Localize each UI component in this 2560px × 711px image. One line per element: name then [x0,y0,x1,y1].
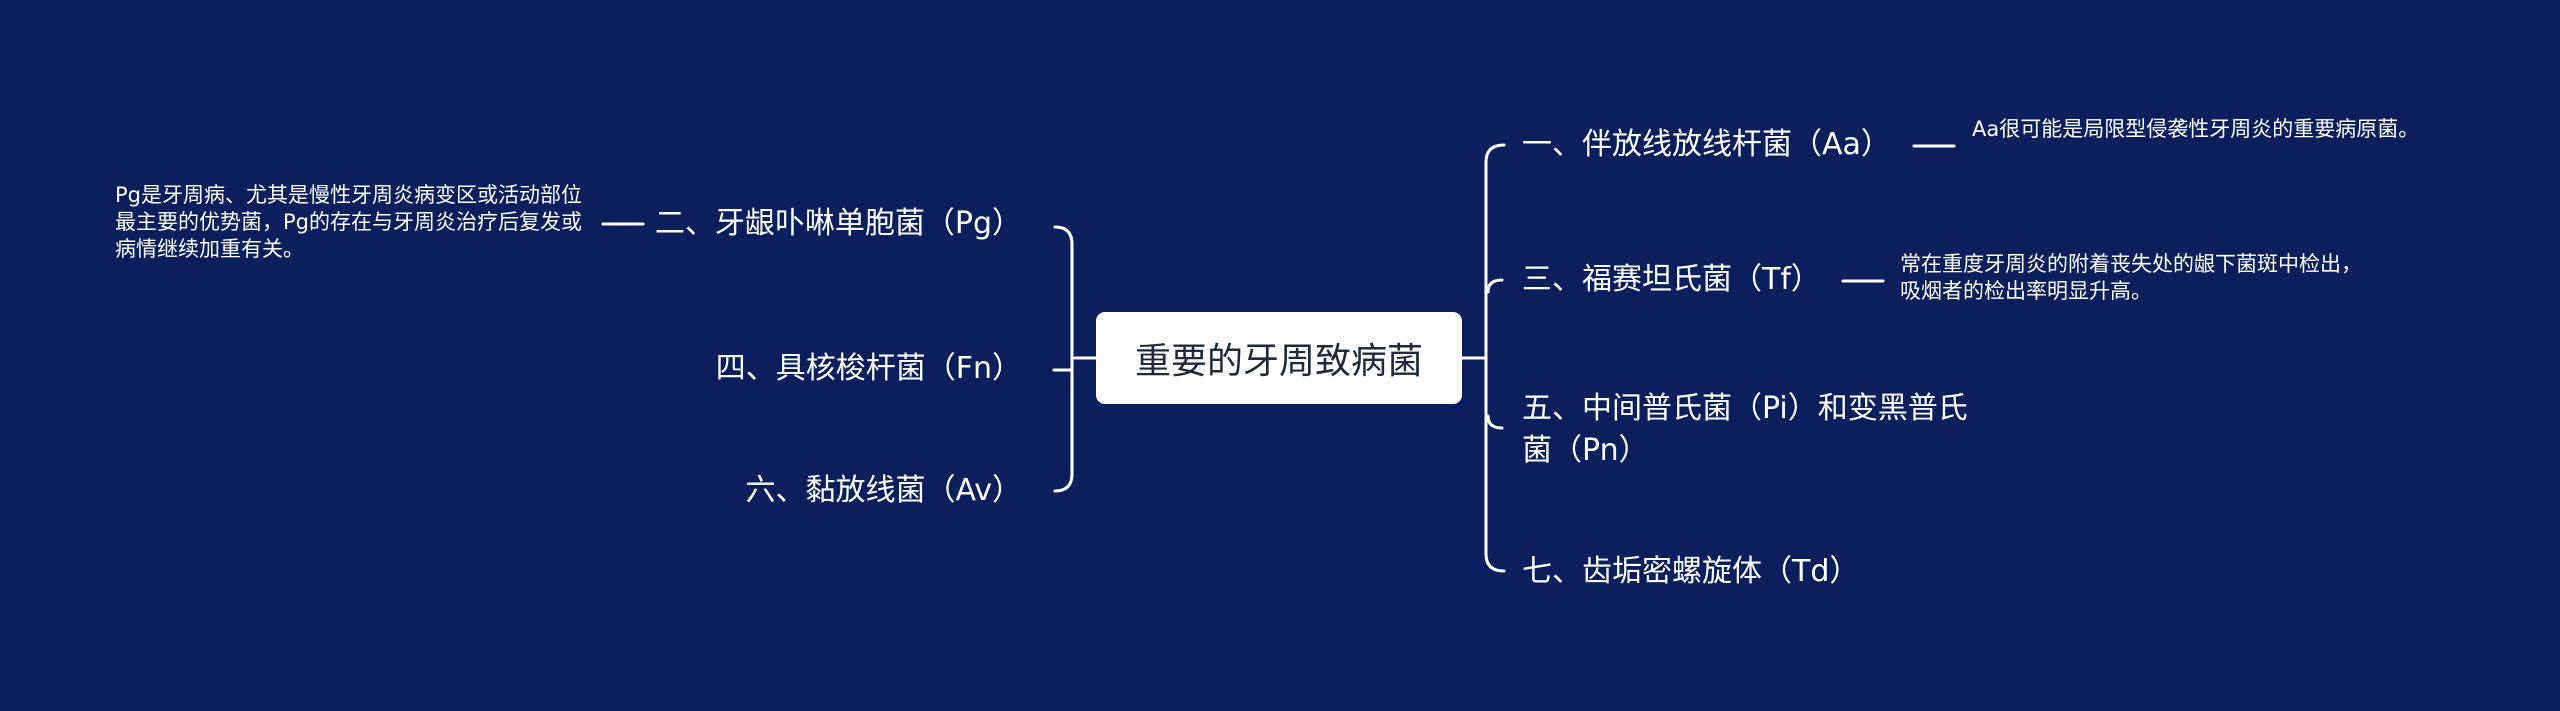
branch-aa-label: 一、伴放线放线杆菌（Aa） [1522,127,1891,162]
note-aa[interactable]: Aa很可能是局限型侵袭性牙周炎的重要病原菌。 [1972,116,2442,143]
branch-tf[interactable]: 三、福赛坦氏菌（Tf） [1522,259,1821,301]
branch-td-label: 七、齿垢密螺旋体（Td） [1522,554,1860,589]
connector-right-pi [1486,414,1504,430]
note-tf-text: 常在重度牙周炎的附着丧失处的龈下菌斑中检出，吸烟者的检出率明显升高。 [1900,252,2362,303]
note-pg-text: Pg是牙周病、尤其是慢性牙周炎病变区或活动部位最主要的优势菌，Pg的存在与牙周炎… [115,183,582,261]
center-topic[interactable]: 重要的牙周致病菌 [1096,312,1462,404]
branch-tf-label: 三、福赛坦氏菌（Tf） [1522,262,1821,297]
branch-fn-label: 四、具核梭杆菌（Fn） [715,351,1022,386]
note-pg[interactable]: Pg是牙周病、尤其是慢性牙周炎病变区或活动部位最主要的优势菌，Pg的存在与牙周炎… [115,182,585,263]
branch-av[interactable]: 六、黏放线菌（Av） [745,470,1022,512]
branch-td[interactable]: 七、齿垢密螺旋体（Td） [1522,551,1859,593]
branch-fn[interactable]: 四、具核梭杆菌（Fn） [716,348,1022,390]
branch-pi-pn[interactable]: 五、中间普氏菌（Pi）和变黑普氏菌（Pn） [1522,388,1992,472]
note-tf[interactable]: 常在重度牙周炎的附着丧失处的龈下菌斑中检出，吸烟者的检出率明显升高。 [1900,251,2380,305]
branch-pi-pn-label: 五、中间普氏菌（Pi）和变黑普氏菌（Pn） [1522,391,1968,468]
branch-pg[interactable]: 二、牙龈卟啉单胞菌（Pg） [655,203,1022,245]
connector-right-bracket [1484,143,1506,573]
branch-pg-label: 二、牙龈卟啉单胞菌（Pg） [654,206,1022,241]
branch-aa[interactable]: 一、伴放线放线杆菌（Aa） [1522,124,1891,166]
branch-av-label: 六、黏放线菌（Av） [745,473,1022,508]
center-topic-label: 重要的牙周致病菌 [1134,341,1423,382]
connector-left-bracket [1053,225,1074,493]
connector-right-tf [1486,278,1504,294]
note-aa-text: Aa很可能是局限型侵袭性牙周炎的重要病原菌。 [1972,117,2420,141]
